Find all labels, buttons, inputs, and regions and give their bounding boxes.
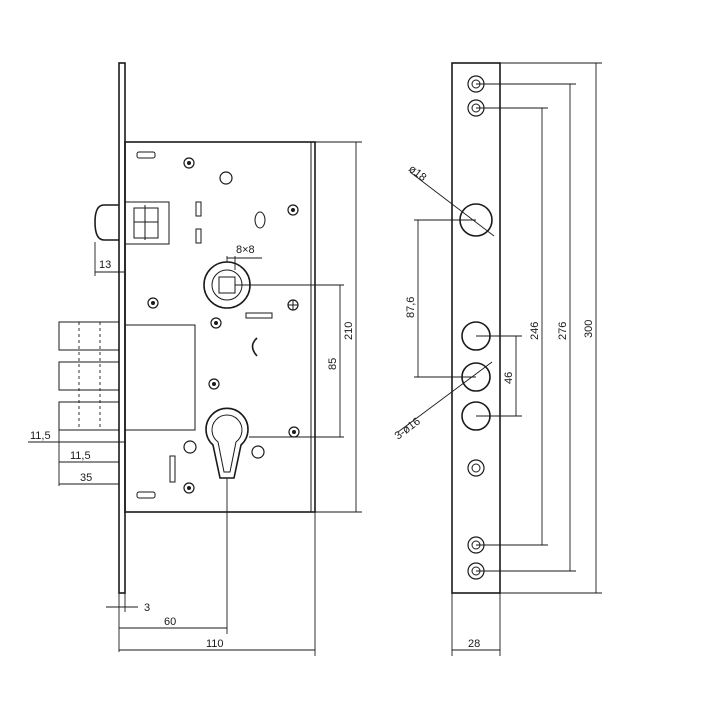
dim-276: 276	[557, 322, 569, 340]
slot-a	[195, 201, 202, 217]
deadbolt-carrier	[124, 324, 196, 431]
faceplate-screw-holes	[467, 75, 485, 580]
dim-85: 85	[327, 358, 339, 370]
cylinder-cutout	[205, 407, 249, 479]
front-plate	[118, 62, 126, 594]
oval-hole	[254, 211, 266, 229]
top-slot	[136, 151, 156, 159]
dim-35: 35	[80, 472, 92, 484]
dim-11-5-a: 11,5	[30, 430, 51, 442]
faceplate-view	[451, 62, 501, 594]
dim-hole-18: ø18	[406, 163, 428, 184]
faceplate-dimensions: ø18 87,6 3-ø16 46 246 276 300 28	[393, 62, 602, 656]
dim-3-holes-16: 3-ø16	[393, 416, 423, 443]
dim-3: 3	[144, 602, 150, 614]
lock-body-view	[58, 62, 316, 594]
catch-bar	[245, 312, 273, 319]
slot-c	[169, 455, 176, 483]
catch-hook	[251, 337, 258, 357]
case-screws	[147, 157, 300, 494]
dim-210: 210	[343, 322, 355, 340]
slot-b	[195, 228, 202, 244]
dim-300: 300	[583, 320, 595, 338]
lock-case	[124, 141, 316, 513]
latch-bolt	[94, 201, 170, 245]
faceplate	[451, 62, 501, 594]
dim-13: 13	[99, 259, 111, 271]
dim-87-6: 87,6	[405, 297, 417, 318]
dim-46: 46	[503, 372, 515, 384]
dim-60: 60	[164, 616, 176, 628]
dim-246: 246	[529, 322, 541, 340]
dim-11-5-b: 11,5	[70, 450, 91, 462]
deadbolts	[58, 321, 120, 470]
bottom-slot	[136, 491, 156, 499]
dim-28: 28	[468, 638, 480, 650]
dim-8x8: 8×8	[236, 244, 255, 256]
body-dimensions: 13 11,5 11,5 35 3 60 110 8×8 8	[28, 141, 362, 656]
dim-110: 110	[206, 638, 224, 650]
